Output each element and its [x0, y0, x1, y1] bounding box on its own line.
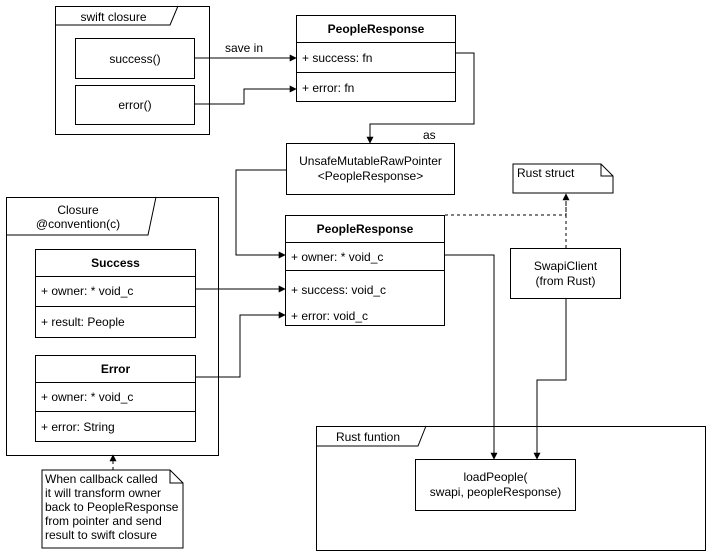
closure-frame-tab-outline — [6, 196, 157, 236]
people-response-mid-class[interactable]: PeopleResponse + owner: * void_c + succe… — [285, 215, 445, 326]
swapi-client-line1: SwapiClient — [533, 258, 598, 273]
people-response-mid-title: PeopleResponse — [286, 216, 444, 243]
people-response-mid-error-field: + error: void_c — [291, 308, 369, 323]
people-response-top-success-field: + success: fn — [302, 50, 373, 65]
rust-struct-note-text: Rust struct — [517, 166, 575, 180]
as-label: as — [423, 128, 436, 142]
people-response-top-class[interactable]: PeopleResponse + success: fn + error: fn — [296, 15, 456, 102]
success-closure-box[interactable]: success() — [75, 38, 195, 79]
swift-closure-frame: swift closure — [55, 6, 210, 135]
swift-closure-tab-outline — [55, 5, 179, 26]
success-closure-label: success() — [109, 51, 161, 66]
error-class-divider — [36, 411, 195, 412]
success-class[interactable]: Success + owner: * void_c + result: Peop… — [35, 249, 196, 338]
edge-pointer-to-owner — [235, 169, 286, 259]
edge-swapi-to-load-people — [533, 299, 567, 460]
edge-as — [366, 52, 475, 144]
edge-dashed-to-rust-struct — [445, 193, 570, 216]
rust-struct-note-shape — [512, 163, 614, 194]
swift-closure-title: swift closure — [80, 9, 147, 24]
error-closure-box[interactable]: error() — [75, 85, 195, 125]
closure-convention-title-line2: @convention(c) — [35, 217, 121, 231]
closure-convention-title-line1: Closure — [57, 203, 99, 217]
load-people-line1: loadPeople( — [463, 470, 528, 484]
callback-note-text: When callback called it will transform o… — [45, 472, 179, 542]
closure-convention-title: Closure @convention(c) — [7, 198, 149, 236]
callback-note-shape — [41, 469, 184, 549]
error-class-title: Error — [36, 356, 195, 383]
save-in-label: save in — [225, 41, 264, 55]
load-people-line2: swapi, peopleResponse) — [429, 485, 562, 499]
error-class[interactable]: Error + owner: * void_c + error: String — [35, 355, 196, 442]
people-response-mid-success-field: + success: void_c — [291, 282, 387, 297]
unsafe-pointer-line1: UnsafeMutableRawPointer — [299, 154, 442, 168]
success-class-owner-field: + owner: * void_c — [41, 284, 134, 298]
people-response-mid-owner-field: + owner: * void_c — [291, 249, 384, 264]
people-response-top-title: PeopleResponse — [297, 16, 455, 43]
success-class-divider — [36, 306, 195, 307]
error-closure-label: error() — [118, 98, 152, 112]
unsafe-pointer-box[interactable]: UnsafeMutableRawPointer <PeopleResponse> — [286, 143, 455, 195]
edge-error-to-field — [195, 85, 297, 105]
error-class-error-field: + error: String — [41, 420, 115, 434]
rust-function-frame: Rust funtion — [316, 426, 706, 551]
success-class-title: Success — [36, 250, 195, 277]
error-class-owner-field: + owner: * void_c — [41, 390, 134, 404]
load-people-box[interactable]: loadPeople( swapi, peopleResponse) — [415, 459, 576, 511]
swapi-client-line2: (from Rust) — [535, 273, 596, 288]
edge-owner-to-load-people — [445, 254, 498, 460]
unsafe-pointer-line2: <PeopleResponse> — [317, 169, 424, 183]
closure-convention-frame: Closure @convention(c) — [6, 197, 219, 456]
success-class-result-field: + result: People — [41, 315, 125, 329]
swapi-client-box[interactable]: SwapiClient (from Rust) — [510, 248, 621, 299]
people-response-mid-divider — [286, 270, 444, 271]
rust-function-tab-outline — [316, 425, 427, 447]
people-response-top-error-field: + error: fn — [302, 80, 355, 95]
rust-function-title: Rust funtion — [335, 430, 401, 444]
people-response-top-divider — [297, 72, 455, 73]
